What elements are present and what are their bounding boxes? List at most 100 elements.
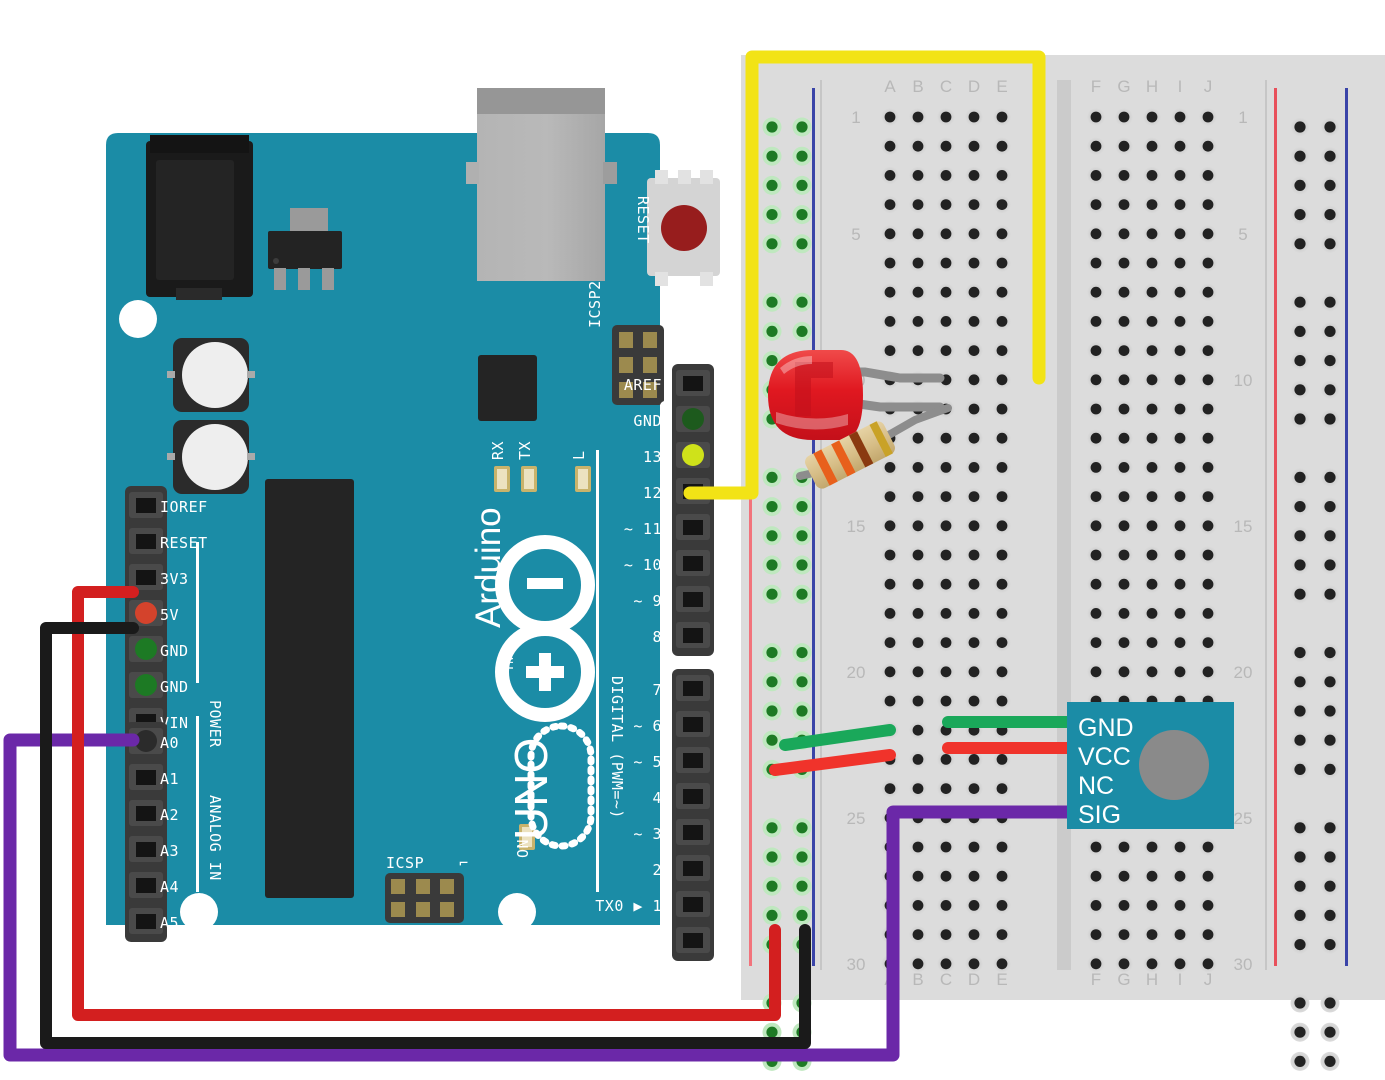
bb-row-label-15: 15 [847,517,866,536]
rail-left-negative-stripe [812,88,815,966]
sensor-element [1139,730,1209,800]
capacitor [167,420,255,494]
pin-label-A1: A1 [160,770,179,788]
pin-label-9: ~ 9 [633,592,662,610]
bb-col-label-C: C [940,77,952,96]
brand-tm: TM [501,653,516,672]
microcontroller-chip [265,479,354,898]
icsp-header [385,873,464,923]
icsp2-header [612,325,670,411]
led-label-rx: RX [489,441,507,460]
led-label-l: L [570,450,588,460]
breadboard-center-channel [1057,80,1071,970]
icsp-label: ICSP [386,854,424,872]
yellow-wire-pin13 [683,50,1046,500]
red-wire-vcc [769,742,1081,776]
uno-badge: UNO [505,722,595,850]
bb-col-label-H: H [1146,970,1158,989]
rail-right-positive-stripe [1274,88,1277,966]
bb-col-label-J: J [1204,970,1213,989]
bb-row-label-20: 20 [1234,663,1253,682]
pin-label-12: 12 [643,484,662,502]
power-group-label: POWER [206,700,224,748]
pin-label-RX00: RX0 ◀ 0 [595,933,662,951]
icsp2-label: ICSP2 [586,280,604,328]
pin-label-8: 8 [652,628,662,646]
bb-col-label-F: F [1091,970,1101,989]
pin-label-GND: GND [160,642,189,660]
sensor-pin-nc: NC [1078,772,1114,800]
pin-label-5: ~ 5 [633,753,662,771]
power-header[interactable]: IOREF RESET 3V3 5V GND GND VIN [125,486,208,742]
pin-label-A5: A5 [160,914,179,932]
bb-col-label-E: E [996,77,1007,96]
usb-interface-chip [478,355,537,421]
pin-label-5V: 5V [160,606,179,624]
bb-row-label-15: 15 [1234,517,1253,536]
bb-row-label-1: 1 [851,108,860,127]
analog-group-label: ANALOG IN [206,795,224,881]
pin-label-AREF: AREF [624,376,662,394]
sensor-pin-sig: SIG [1078,801,1121,829]
pin-label-TX01: TX0 ▶ 1 [595,897,662,915]
pin-label-6: ~ 6 [633,717,662,735]
icsp-pin1-marker: ⌐ [459,854,469,872]
pin-label-GND: GND [633,412,662,430]
pin-label-IOREF: IOREF [160,498,208,516]
mount-hole [180,893,218,931]
bb-row-label-10: 10 [1234,371,1253,390]
bb-row-label-25: 25 [847,809,866,828]
status-leds [494,466,591,850]
pin-label-4: 4 [652,789,662,807]
reset-label: RESET [634,196,652,244]
bb-row-label-5: 5 [1238,225,1247,244]
pin-label-A2: A2 [160,806,179,824]
voltage-regulator [268,208,342,290]
pin-label-3V3: 3V3 [160,570,189,588]
bb-col-label-B: B [912,970,923,989]
bb-col-label-G: G [1117,970,1130,989]
mount-hole [498,893,536,931]
usb-connector [466,88,617,281]
sensor-module: GND VCC NC SIG [1067,702,1234,829]
bb-row-label-20: 20 [847,663,866,682]
pin-label-11: ~ 11 [624,520,662,538]
rail-right-negative-stripe [1345,88,1348,966]
bb-col-label-D: D [968,77,980,96]
pin-label-A4: A4 [160,878,179,896]
bb-row-label-5: 5 [851,225,860,244]
bb-row-label-25: 25 [1234,809,1253,828]
pin-label-RESET: RESET [160,534,208,552]
bb-col-label-A: A [884,77,896,96]
arduino-uno-board: RESET [106,88,720,961]
led-component [768,350,945,440]
pin-label-VIN: VIN [160,714,189,732]
pin-label-A0: A0 [160,734,179,752]
green-wire-gnd [779,716,1081,751]
pin-label-2: 2 [652,861,662,879]
digital-group-label: DIGITAL (PWM=~) [608,676,626,819]
uno-text: UNO [505,738,557,840]
reset-button[interactable] [647,170,720,286]
bb-col-label-I: I [1178,77,1183,96]
bb-col-label-F: F [1091,77,1101,96]
red-wire-5v [72,586,781,1021]
pin-label-GND: GND [160,678,189,696]
pin-label-3: ~ 3 [633,825,662,843]
sensor-pin-gnd: GND [1078,714,1134,742]
pin-label-13: 13 [643,448,662,466]
capacitor [167,338,255,412]
bb-col-label-G: G [1117,77,1130,96]
resistor-component [796,404,952,489]
bb-row-label-30: 30 [1234,955,1253,974]
bb-col-label-D: D [968,970,980,989]
power-jack [146,135,253,300]
mount-hole [670,311,706,347]
brand-text: Arduino [469,507,508,628]
breadboard: AABBCCDDEEFFGGHHIIJJ11551010151520202525… [741,55,1385,1071]
